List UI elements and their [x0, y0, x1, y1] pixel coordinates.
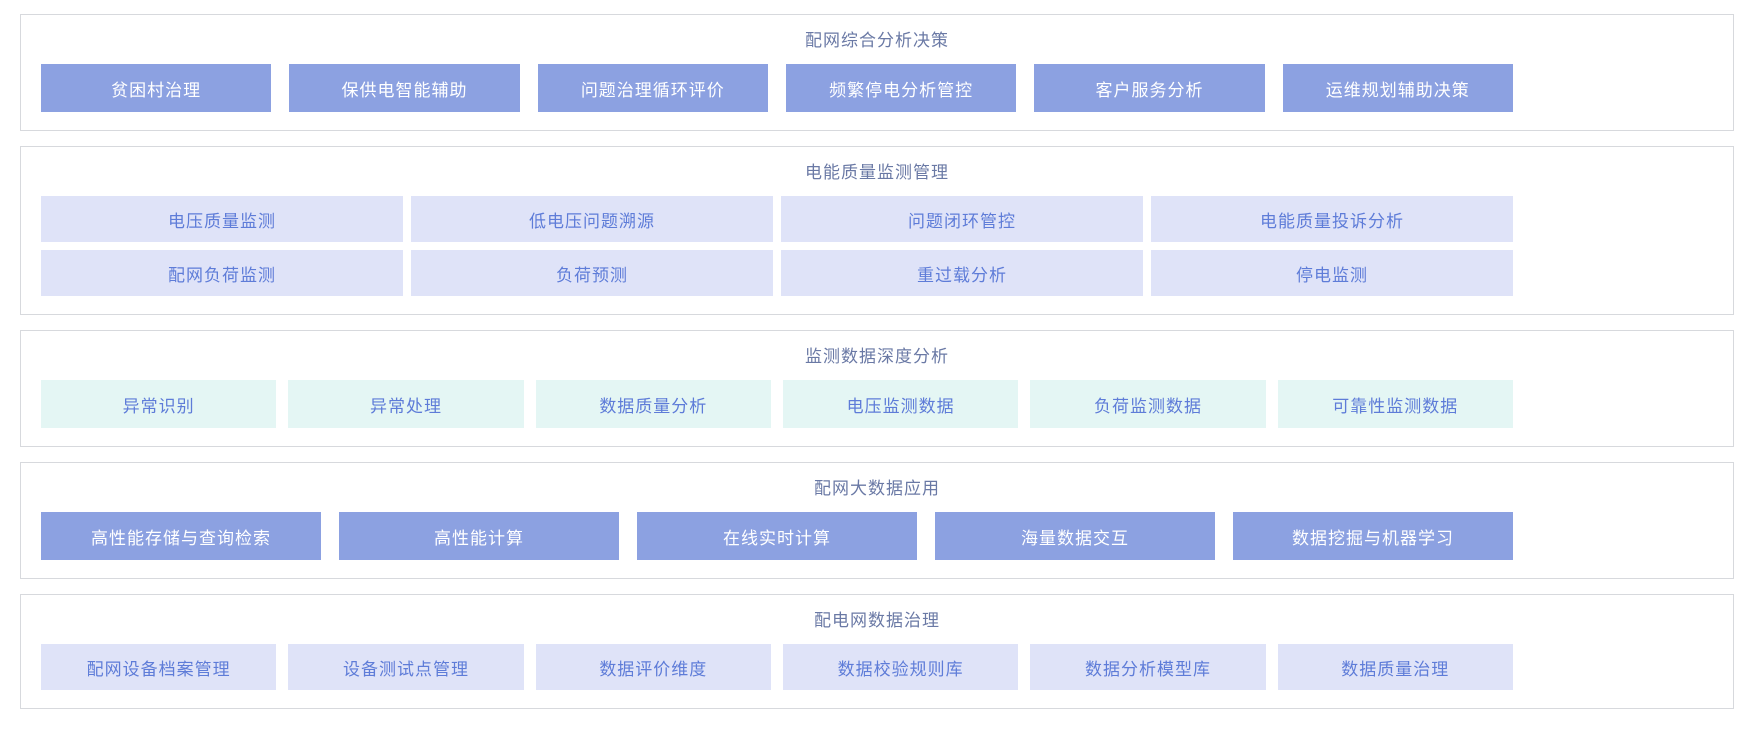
button-row: 异常识别 异常处理 数据质量分析 电压监测数据 负荷监测数据 可靠性监测数据	[41, 380, 1513, 428]
module-button[interactable]: 数据分析模型库	[1030, 644, 1266, 690]
panel-comprehensive-analysis-decision: 配网综合分析决策 贫困村治理 保供电智能辅助 问题治理循环评价 频繁停电分析管控…	[20, 14, 1734, 131]
module-button[interactable]: 电能质量投诉分析	[1151, 196, 1513, 242]
module-button[interactable]: 低电压问题溯源	[411, 196, 773, 242]
module-button[interactable]: 数据校验规则库	[782, 644, 1019, 690]
module-button[interactable]: 设备测试点管理	[288, 644, 524, 690]
module-architecture-diagram: 配网综合分析决策 贫困村治理 保供电智能辅助 问题治理循环评价 频繁停电分析管控…	[20, 14, 1734, 709]
section-button-rows: 高性能存储与查询检索 高性能计算 在线实时计算 海量数据交互 数据挖掘与机器学习	[41, 512, 1513, 560]
section-title: 配网大数据应用	[814, 479, 940, 498]
section-button-rows: 贫困村治理 保供电智能辅助 问题治理循环评价 频繁停电分析管控 客户服务分析 运…	[41, 64, 1513, 112]
module-button[interactable]: 电压监测数据	[782, 380, 1019, 428]
module-button[interactable]: 负荷预测	[411, 250, 773, 296]
module-button[interactable]: 配网设备档案管理	[41, 644, 277, 690]
panel-power-quality-monitoring-management: 电能质量监测管理 电压质量监测 低电压问题溯源 问题闭环管控 电能质量投诉分析 …	[20, 146, 1734, 315]
module-button[interactable]: 数据质量分析	[535, 380, 771, 428]
button-row: 贫困村治理 保供电智能辅助 问题治理循环评价 频繁停电分析管控 客户服务分析 运…	[41, 64, 1513, 112]
module-button[interactable]: 客户服务分析	[1034, 64, 1265, 112]
button-row: 配网负荷监测 负荷预测 重过载分析 停电监测	[41, 250, 1513, 296]
module-button[interactable]: 异常处理	[288, 380, 524, 428]
module-button[interactable]: 海量数据交互	[935, 512, 1215, 560]
module-button[interactable]: 数据评价维度	[535, 644, 771, 690]
section-title: 电能质量监测管理	[805, 163, 949, 182]
module-button[interactable]: 数据挖掘与机器学习	[1233, 512, 1513, 560]
button-row: 电压质量监测 低电压问题溯源 问题闭环管控 电能质量投诉分析	[41, 196, 1513, 242]
module-button[interactable]: 负荷监测数据	[1030, 380, 1266, 428]
module-button[interactable]: 停电监测	[1151, 250, 1513, 296]
module-button[interactable]: 可靠性监测数据	[1277, 380, 1513, 428]
module-button[interactable]: 运维规划辅助决策	[1282, 64, 1513, 112]
module-button[interactable]: 问题治理循环评价	[537, 64, 768, 112]
button-row: 配网设备档案管理 设备测试点管理 数据评价维度 数据校验规则库 数据分析模型库 …	[41, 644, 1513, 690]
module-button[interactable]: 问题闭环管控	[781, 196, 1143, 242]
section-button-rows: 电压质量监测 低电压问题溯源 问题闭环管控 电能质量投诉分析 配网负荷监测 负荷…	[41, 196, 1513, 296]
section-title: 监测数据深度分析	[805, 347, 949, 366]
module-button[interactable]: 高性能计算	[339, 512, 619, 560]
module-button[interactable]: 电压质量监测	[41, 196, 403, 242]
section-title: 配电网数据治理	[814, 611, 940, 630]
module-button[interactable]: 高性能存储与查询检索	[41, 512, 321, 560]
button-row: 高性能存储与查询检索 高性能计算 在线实时计算 海量数据交互 数据挖掘与机器学习	[41, 512, 1513, 560]
module-button[interactable]: 频繁停电分析管控	[785, 64, 1017, 112]
module-button[interactable]: 配网负荷监测	[41, 250, 403, 296]
module-button[interactable]: 异常识别	[41, 380, 277, 428]
section-button-rows: 配网设备档案管理 设备测试点管理 数据评价维度 数据校验规则库 数据分析模型库 …	[41, 644, 1513, 690]
section-button-rows: 异常识别 异常处理 数据质量分析 电压监测数据 负荷监测数据 可靠性监测数据	[41, 380, 1513, 428]
module-button[interactable]: 在线实时计算	[637, 512, 917, 560]
panel-distribution-big-data-application: 配网大数据应用 高性能存储与查询检索 高性能计算 在线实时计算 海量数据交互 数…	[20, 462, 1734, 579]
module-button[interactable]: 重过载分析	[781, 250, 1143, 296]
section-title: 配网综合分析决策	[805, 31, 949, 50]
panel-distribution-network-data-governance: 配电网数据治理 配网设备档案管理 设备测试点管理 数据评价维度 数据校验规则库 …	[20, 594, 1734, 709]
panel-monitoring-data-deep-analysis: 监测数据深度分析 异常识别 异常处理 数据质量分析 电压监测数据 负荷监测数据 …	[20, 330, 1734, 447]
module-button[interactable]: 贫困村治理	[41, 64, 272, 112]
module-button[interactable]: 数据质量治理	[1277, 644, 1513, 690]
module-button[interactable]: 保供电智能辅助	[289, 64, 520, 112]
